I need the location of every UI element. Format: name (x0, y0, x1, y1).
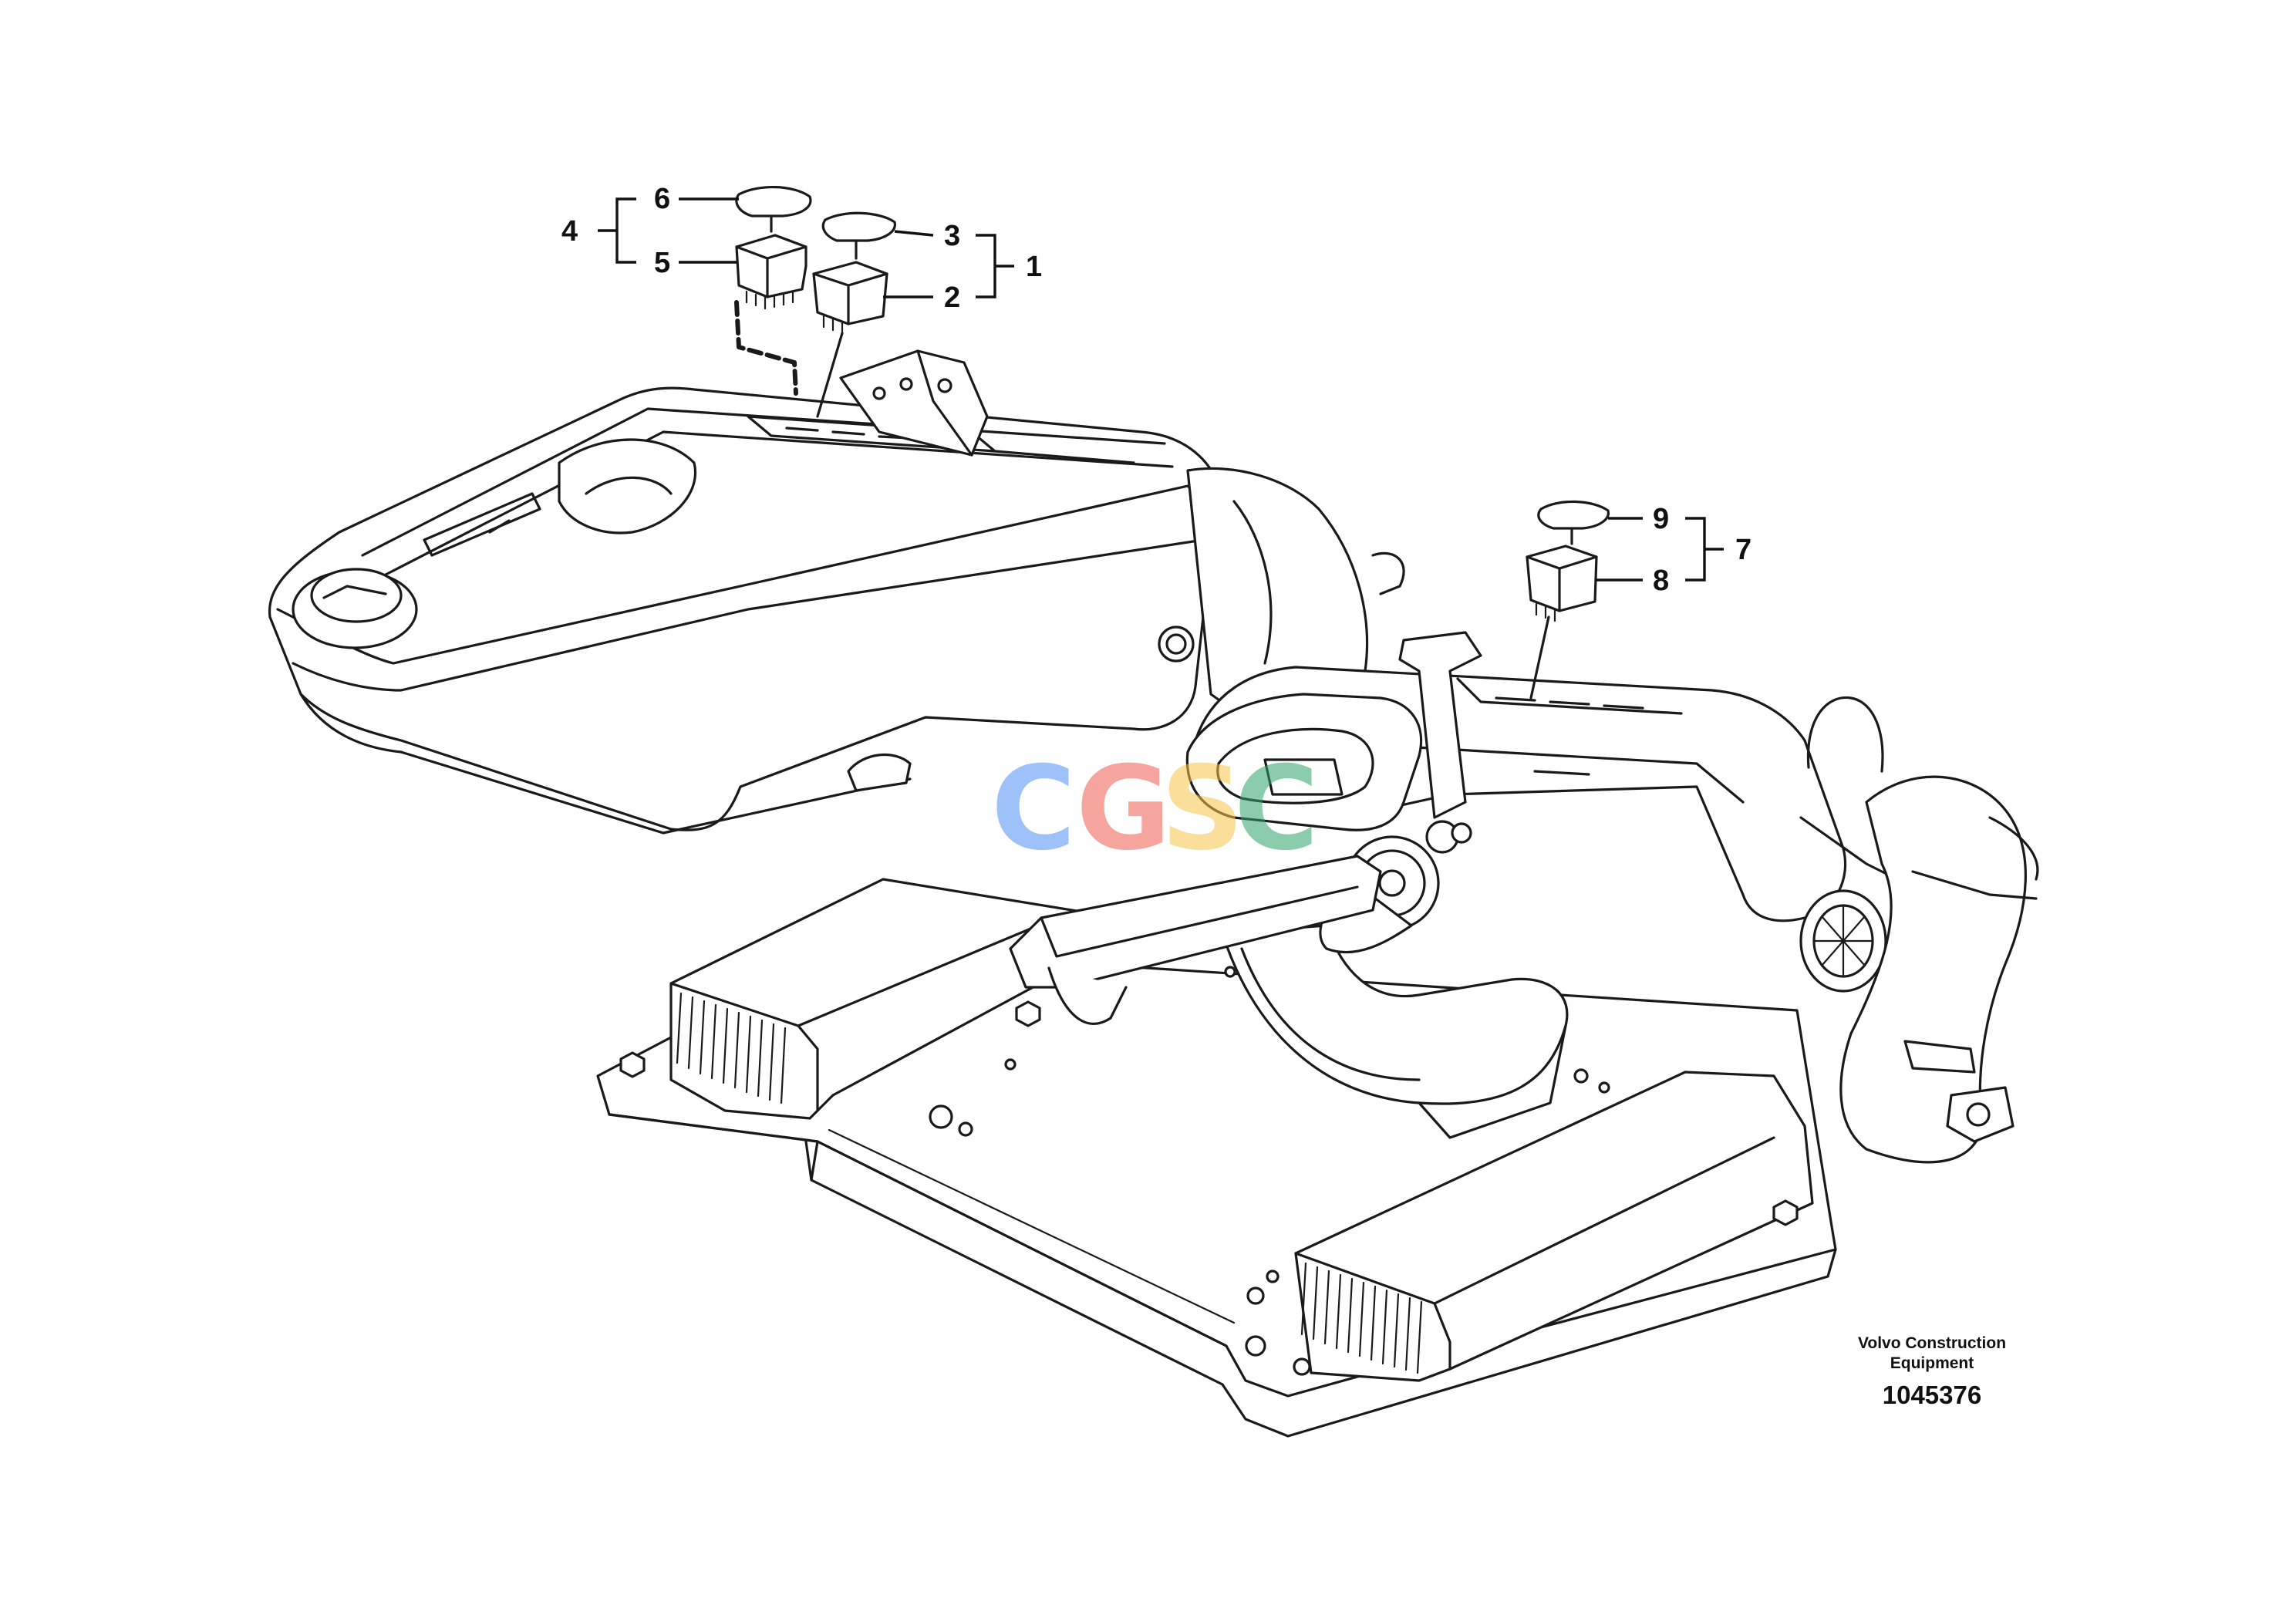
left-slide-cover (619, 878, 1097, 1120)
switch-body-2 (812, 261, 888, 325)
callout-7: 7 (1735, 534, 1752, 566)
drawing-number: 1045376 (1883, 1381, 1981, 1409)
rocker-cap-6 (735, 185, 812, 218)
watermark-letter-c2: C (1234, 742, 1319, 876)
callout-4: 4 (561, 215, 578, 248)
rocker-cap-9 (1537, 500, 1610, 530)
watermark-letter-g: G (1076, 742, 1171, 876)
callout-9: 9 (1653, 503, 1669, 535)
callout-5: 5 (654, 247, 670, 279)
callout-3: 3 (944, 220, 960, 252)
right-slide-cover (1245, 1071, 1814, 1382)
switch-assembly-4 (734, 185, 812, 396)
callout-6: 6 (654, 183, 670, 215)
callout-leaders (598, 197, 1724, 582)
watermark-logo: C G S C (991, 742, 1319, 876)
callout-1: 1 (1026, 251, 1042, 283)
seat-cushion (1221, 924, 1569, 1139)
switch-assembly-7 (1526, 500, 1610, 700)
switch-body-8 (1526, 545, 1598, 612)
mounting-bracket (839, 349, 989, 457)
watermark-letter-c1: C (991, 742, 1076, 876)
manufacturer-line-2: Equipment (1890, 1354, 1974, 1372)
right-console (1009, 631, 2039, 1164)
callout-8: 8 (1653, 565, 1669, 597)
watermark-letter-s: S (1161, 742, 1244, 876)
manufacturer-line-1: Volvo Construction (1858, 1334, 2006, 1352)
callout-2: 2 (944, 282, 960, 314)
switch-assembly-1 (812, 211, 896, 418)
switch-body-5 (735, 234, 807, 298)
rocker-cap-3 (821, 211, 896, 242)
